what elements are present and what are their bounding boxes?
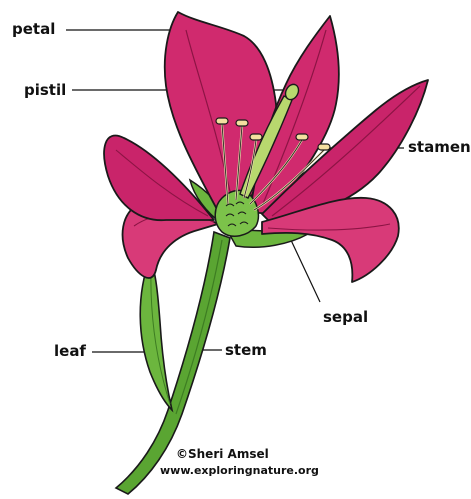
leaf-label: leaf [54,344,86,359]
copyright-text: ©Sheri Amsel [176,448,269,460]
stamen-label: stamen [408,140,471,155]
sepal-label: sepal [323,310,368,325]
website-text: www.exploringnature.org [160,465,319,476]
stem-label: stem [225,343,267,358]
pistil-label: pistil [24,83,66,98]
leaf-shape [140,258,172,410]
sepal-leader-line [290,238,320,302]
petal-label: petal [12,22,55,37]
